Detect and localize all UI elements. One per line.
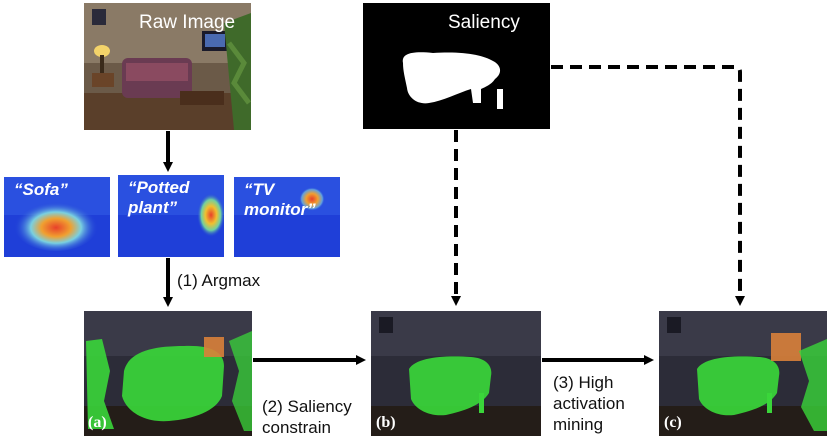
cam-heatmap-potted-plant — [118, 175, 224, 257]
raw-image — [84, 3, 251, 130]
panel-b — [371, 311, 541, 436]
panel-c — [659, 311, 827, 436]
cam-heatmap-sofa — [4, 177, 110, 257]
panel-b-tag: (b) — [376, 414, 396, 431]
arrow-saliency-to-c — [551, 65, 745, 306]
cam-heatmap-tv-monitor — [234, 177, 340, 257]
cam-label-potted-plant: “Potted plant” — [128, 178, 190, 217]
step-high-activation-label: (3) High activation mining — [553, 373, 625, 434]
panel-a-tag: (a) — [88, 414, 107, 431]
step-argmax-label: (1) Argmax — [177, 271, 261, 290]
step-saliency-constrain-label: (2) Saliency constrain — [262, 397, 352, 437]
raw-image-label: Raw Image — [139, 12, 236, 33]
cam-label-sofa: “Sofa” — [14, 180, 68, 199]
panel-a — [84, 311, 252, 436]
panel-c-tag: (c) — [664, 414, 682, 431]
cam-label-tv-monitor: “TV monitor” — [244, 180, 316, 219]
saliency-map — [363, 3, 550, 129]
saliency-label: Saliency — [448, 12, 520, 33]
